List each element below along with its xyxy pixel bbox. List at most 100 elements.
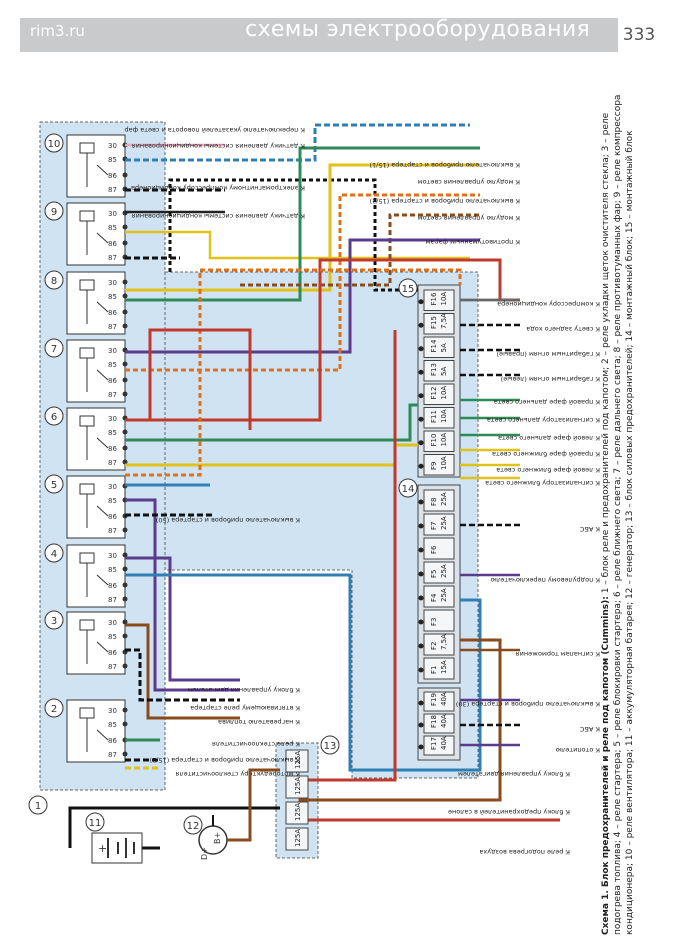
label-right: К габаритным огням (правые)	[497, 350, 600, 358]
label-left: К выключателю приборов и стартера (15/2)	[150, 756, 300, 764]
svg-text:125A: 125A	[294, 777, 302, 795]
block13-fuse: 125A	[285, 801, 309, 825]
wire	[125, 623, 240, 720]
relay-pin-label: 30	[108, 483, 117, 491]
relay-pin-label: 86	[108, 309, 117, 317]
component-badge-1: 1	[28, 795, 48, 815]
relay-pin-label: 87	[108, 391, 117, 399]
label-bottom: К блоку управления двигателем	[458, 770, 570, 778]
label-top: К датчику давления системы кондициониров…	[132, 212, 305, 220]
svg-text:2: 2	[51, 704, 57, 715]
label-right: К сигнализатору дальнего света	[487, 416, 600, 424]
label-top: К противотуманным фарам	[425, 238, 520, 246]
relay-pin-label: 30	[108, 552, 117, 560]
svg-text:F10: F10	[430, 434, 438, 447]
wire	[240, 213, 480, 287]
label-left: К выключателю приборов и стартера (50)	[156, 516, 300, 524]
label-top: К переключателю указателей поворота и св…	[124, 126, 305, 134]
relay-pin-label: 30	[108, 415, 117, 423]
relay-number-badge: 4	[44, 543, 64, 563]
svg-text:5: 5	[51, 480, 57, 491]
svg-text:F14: F14	[430, 339, 438, 352]
svg-text:9: 9	[51, 207, 57, 218]
label-right: К сигнализатору ближнего света	[485, 479, 600, 487]
svg-text:40A: 40A	[440, 736, 448, 750]
relay-pin-label: 86	[108, 445, 117, 453]
label-top: К модулю управления светом	[418, 214, 520, 222]
svg-text:125A: 125A	[294, 829, 302, 847]
block14-fuse-F3: F3	[418, 609, 455, 632]
relay-pin-label: 87	[108, 323, 117, 331]
svg-text:125A: 125A	[294, 751, 302, 769]
svg-text:F9: F9	[430, 462, 438, 470]
generator-b-plus: B+	[213, 832, 222, 844]
relay-number-badge: 2	[44, 698, 64, 718]
svg-text:F5: F5	[430, 570, 438, 578]
wire	[125, 498, 240, 692]
relay-pin-label: 30	[108, 279, 117, 287]
relay-pin-label: 30	[108, 210, 117, 218]
relay-pin-label: 85	[108, 497, 117, 505]
relay-number-badge: 8	[44, 270, 64, 290]
label-top: К электромагнитному компрессору кондицио…	[131, 184, 305, 192]
svg-text:F15: F15	[430, 316, 438, 329]
svg-text:F3: F3	[430, 618, 438, 626]
relay-pin-label: 86	[108, 377, 117, 385]
component-badge-15: 15	[398, 278, 418, 298]
generator-d-plus: D+	[200, 847, 209, 860]
relay-pin-label: 85	[108, 429, 117, 437]
svg-text:10: 10	[48, 139, 61, 150]
svg-text:F1: F1	[430, 666, 438, 674]
svg-text:10A: 10A	[440, 292, 448, 306]
label-right: К выключателю приборов и стартера (30)	[456, 700, 600, 708]
figure-caption: Схема 1. Блок предохранителей и реле под…	[600, 75, 636, 935]
label-right: К свету заднего хода	[526, 325, 600, 333]
relay-pin-label: 86	[108, 649, 117, 657]
label-right: К правой фаре ближнего света	[492, 450, 600, 458]
svg-text:5A: 5A	[440, 367, 448, 376]
wire	[125, 573, 482, 772]
relay-pin-label: 85	[108, 361, 117, 369]
svg-text:10A: 10A	[440, 386, 448, 400]
wire	[125, 238, 480, 354]
component-badge-14: 14	[398, 478, 418, 498]
svg-text:8: 8	[51, 276, 57, 287]
relay-pin-label: 86	[108, 513, 117, 521]
svg-text:14: 14	[402, 484, 415, 495]
wire	[125, 193, 480, 372]
svg-text:F17: F17	[430, 737, 438, 750]
wire	[128, 328, 252, 430]
relay-number-badge: 5	[44, 474, 64, 494]
svg-text:F16: F16	[430, 292, 438, 305]
svg-text:11: 11	[89, 818, 102, 829]
label-right: К АБС	[579, 725, 600, 733]
wire	[125, 146, 480, 302]
wire	[125, 230, 470, 260]
svg-text:5A: 5A	[440, 343, 448, 352]
label-right: К отопителю	[555, 746, 600, 754]
relay-number-badge: 10	[44, 133, 64, 153]
label-top: К выключателю приборов и стартера (15/2)	[370, 197, 520, 205]
svg-text:10A: 10A	[440, 433, 448, 447]
relay-pin-label: 85	[108, 156, 117, 164]
svg-text:25A: 25A	[440, 588, 448, 602]
wire	[300, 330, 397, 782]
svg-text:4: 4	[51, 549, 57, 560]
page-number: 333	[618, 18, 660, 52]
relay-pin-label: 86	[108, 582, 117, 590]
block13-fuse: 125A	[285, 827, 309, 851]
svg-text:3: 3	[51, 616, 57, 627]
svg-text:F6: F6	[430, 545, 438, 554]
